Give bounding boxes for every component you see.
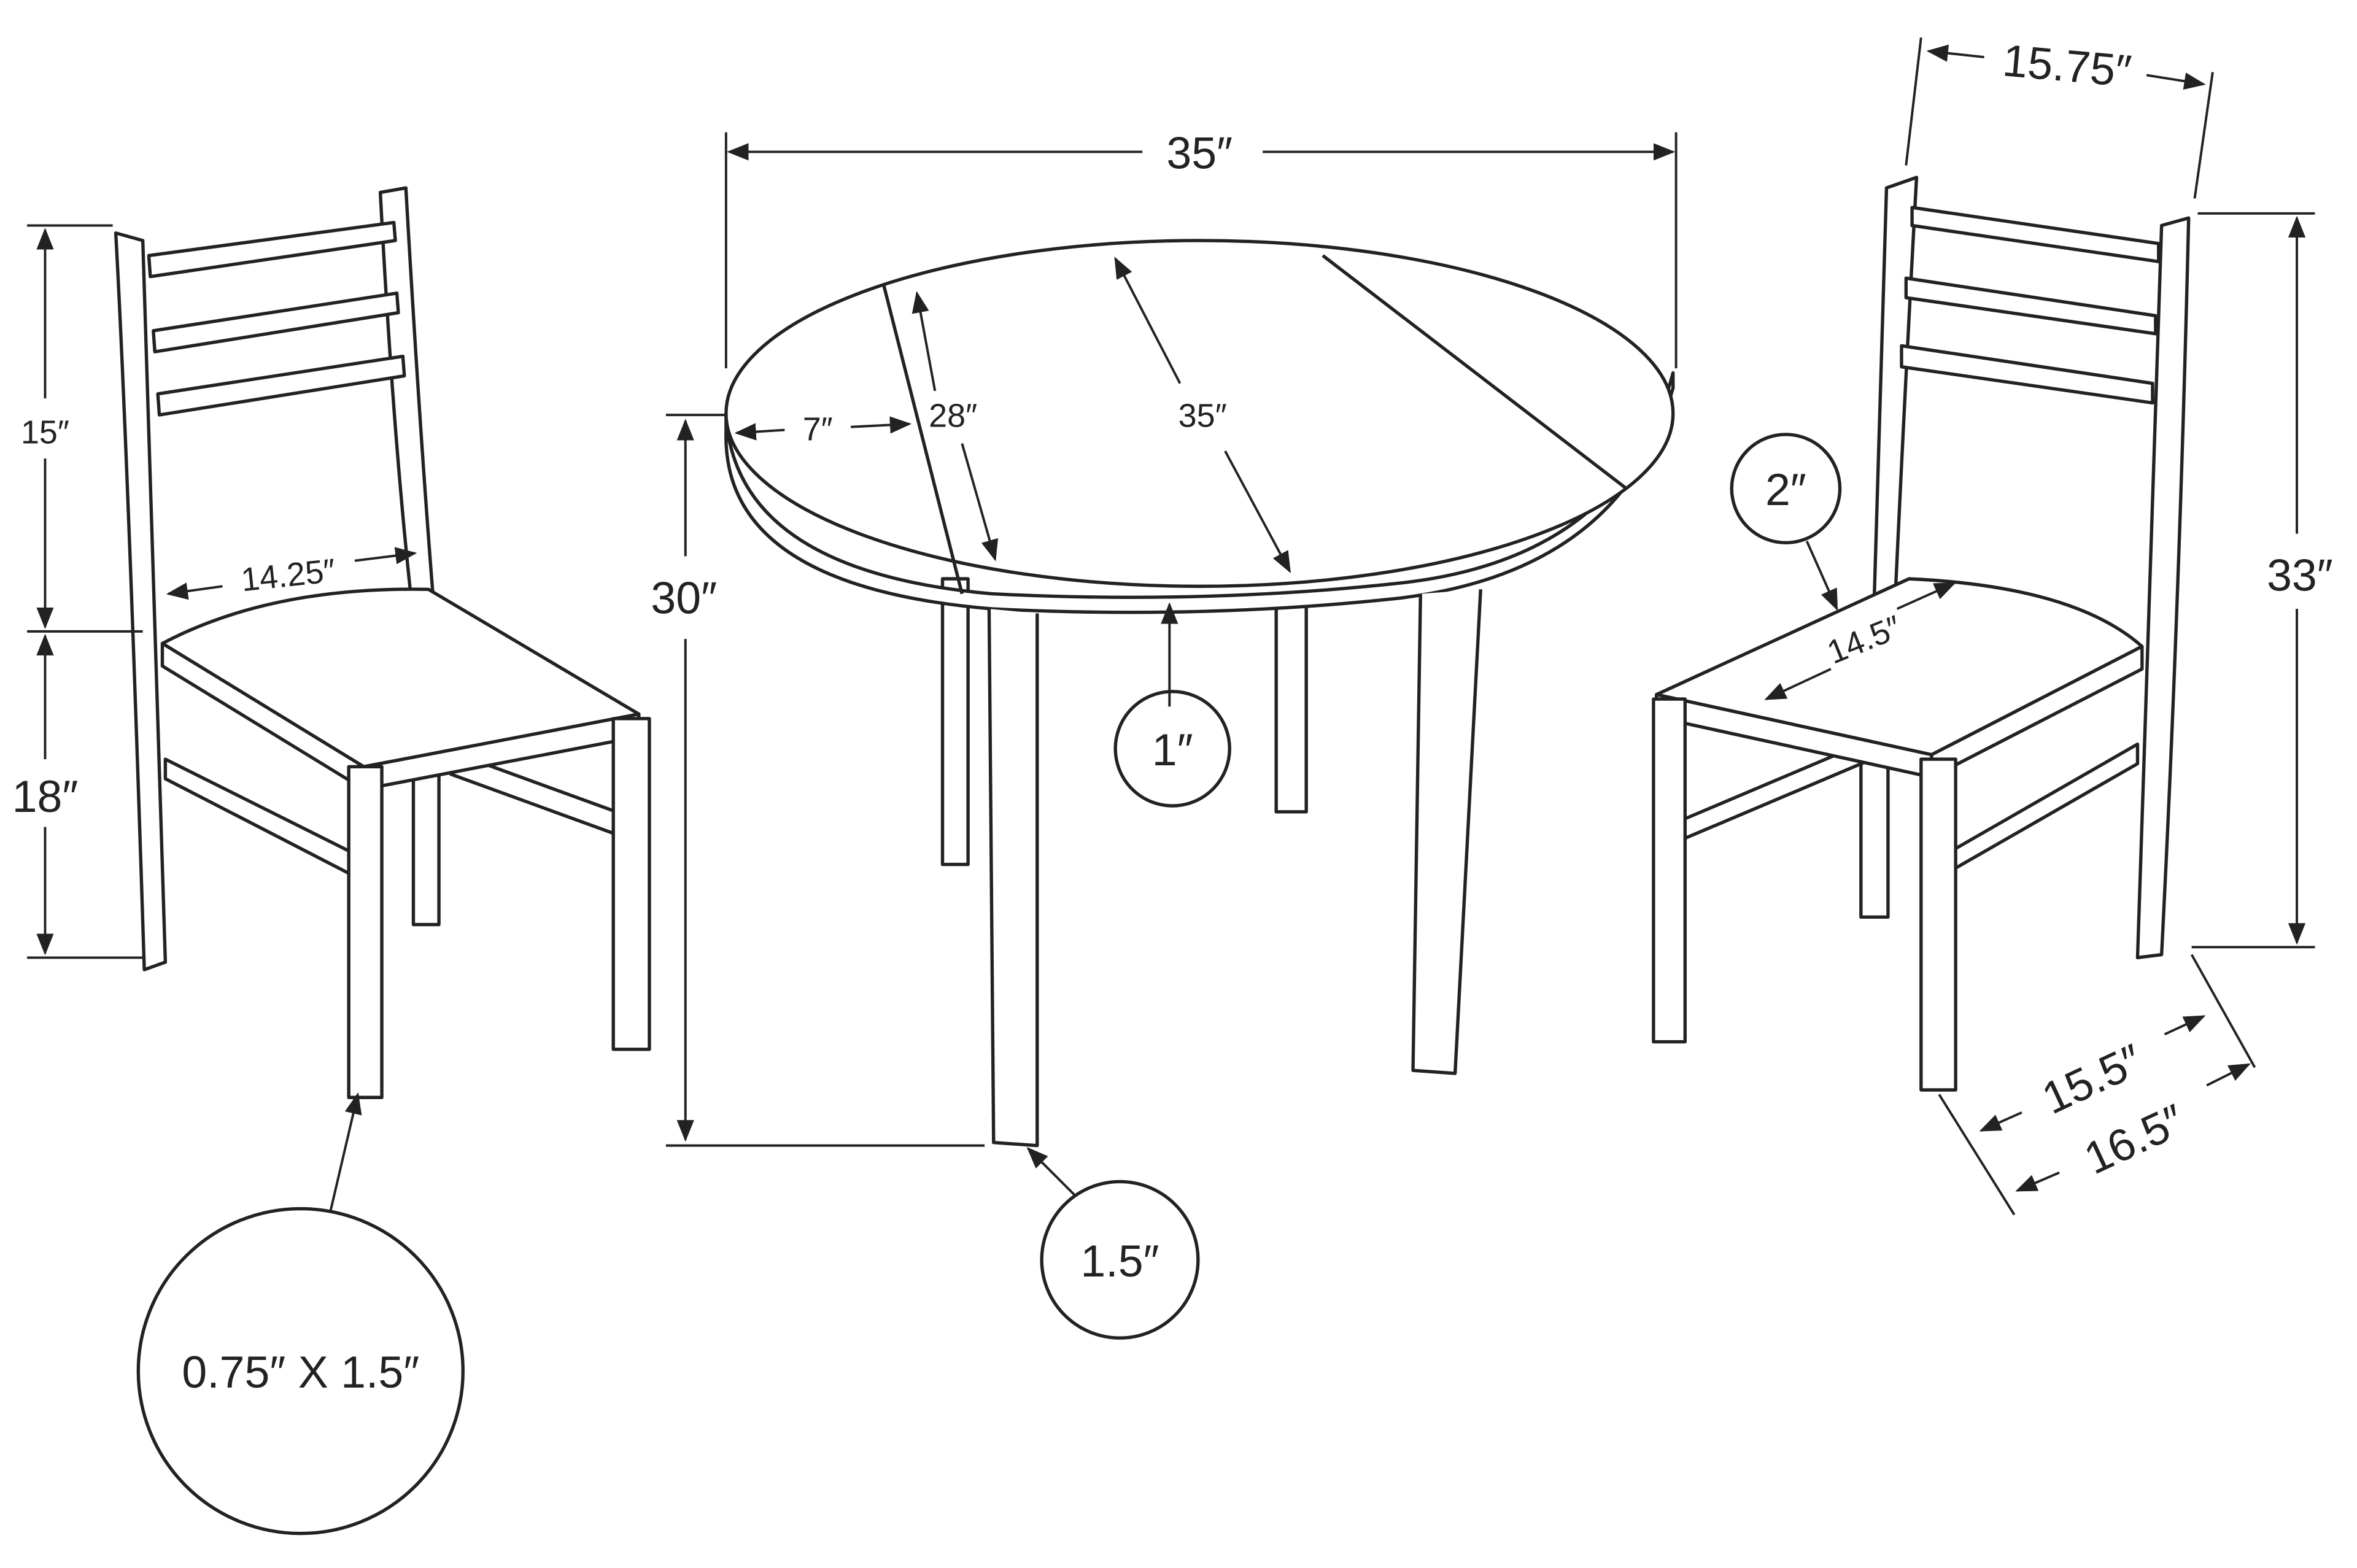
dim-line [1764, 668, 1832, 700]
table [724, 239, 1675, 1148]
dim-line [851, 416, 912, 434]
chair-leg [1652, 697, 1687, 1044]
label-chair-total-height: 33″ [2267, 550, 2333, 601]
chair-seat [160, 587, 641, 769]
back-slat [1900, 344, 2154, 405]
dim-line [961, 443, 999, 562]
chair-back-post [378, 186, 438, 633]
table-leg-front-left [987, 609, 1039, 1148]
left-chair [114, 186, 651, 1099]
label-table-width: 35″ [1166, 127, 1233, 178]
back-slat [156, 354, 406, 417]
dim-line [329, 1092, 362, 1211]
dim-line [2146, 72, 2206, 90]
chair-back-post [2135, 216, 2191, 960]
chair-back-post [114, 231, 168, 971]
dim-line [734, 423, 785, 441]
chair-leg [1919, 757, 1957, 1092]
stretcher [163, 757, 363, 881]
dim-line [1026, 1147, 1076, 1196]
ext-line [2190, 954, 2256, 1068]
label-table-depth: 35″ [1178, 398, 1227, 434]
label-top-thickness: 1″ [1152, 724, 1193, 775]
back-slat [1904, 276, 2158, 336]
callout-circle [1040, 1180, 1200, 1340]
callout-circle [136, 1207, 465, 1535]
label-table-height: 30″ [651, 572, 717, 623]
label-chair-leg: 0.75″ X 1.5″ [182, 1346, 419, 1397]
label-chair-depth: 16.5″ [2076, 1094, 2192, 1184]
table-leg-front-right [1411, 589, 1482, 1075]
dim-line [1896, 582, 1956, 610]
dim-line [1979, 1111, 2022, 1132]
table-top [724, 239, 1675, 589]
ext-line [2193, 72, 2214, 199]
label-chair-seat-depth: 15.5″ [2034, 1034, 2150, 1124]
label-seat-thickness: 2″ [1765, 464, 1806, 515]
chair-leg [347, 765, 384, 1099]
leaf-seam-left [882, 285, 964, 595]
dim-line [1224, 450, 1291, 573]
back-slat [147, 220, 397, 279]
table-leg-back-right [1274, 592, 1308, 814]
ext-line [1905, 37, 1922, 166]
label-chair-top-width: 15.75″ [2001, 34, 2134, 96]
label-chair-seat-height: 18″ [12, 771, 79, 822]
table-leg-back-left [940, 577, 970, 867]
dim-line [1114, 257, 1182, 384]
back-slat [152, 291, 400, 353]
chair-seat [1655, 577, 2144, 757]
callout-circle [1113, 690, 1231, 808]
right-chair [1652, 176, 2191, 1092]
table-top-edge [724, 371, 1675, 614]
chair-leg [1859, 757, 1890, 919]
dim-line [1926, 44, 1984, 62]
dim-line [2015, 1171, 2060, 1192]
dim-line [166, 582, 223, 600]
dim-line [2164, 1015, 2206, 1036]
label-leaf-width: 7″ [803, 411, 833, 448]
dim-line [1805, 541, 1838, 611]
back-slat [1910, 206, 2161, 263]
dim-line [911, 291, 937, 392]
label-leaf-length: 28″ [929, 398, 977, 434]
dim-line [354, 547, 417, 565]
dim-line [2206, 1063, 2251, 1087]
leaf-seam-right [1322, 254, 1628, 490]
label-chair-seat-width-left: 14.25″ [239, 552, 337, 599]
label-table-leg: 1.5″ [1080, 1235, 1159, 1286]
ext-line [1938, 1094, 2016, 1216]
label-chair-back-height: 15″ [21, 414, 69, 451]
callout-circle [1730, 433, 1842, 545]
stretcher [1952, 742, 2140, 871]
chair-leg [611, 717, 651, 1051]
